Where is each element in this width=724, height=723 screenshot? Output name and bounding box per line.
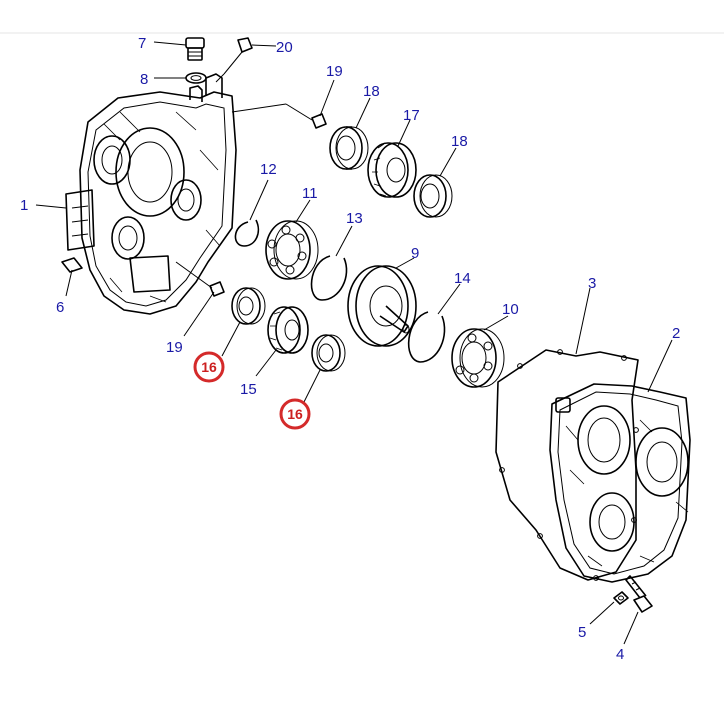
callout-20[interactable]: 20 bbox=[276, 39, 293, 56]
bearing-part-16-lower[interactable] bbox=[311, 334, 346, 372]
washer-part-8[interactable] bbox=[185, 72, 207, 84]
snap-ring-part-12[interactable] bbox=[234, 219, 260, 247]
washer-part-5[interactable] bbox=[613, 591, 629, 605]
gear-part-17[interactable] bbox=[367, 142, 417, 198]
plug-part-19-top[interactable] bbox=[231, 103, 327, 129]
callout-6[interactable]: 6 bbox=[56, 299, 64, 316]
rear-housing-part-2[interactable] bbox=[549, 383, 691, 583]
snap-ring-part-14[interactable] bbox=[407, 311, 446, 363]
callout-18-left[interactable]: 18 bbox=[363, 83, 380, 100]
callout-11[interactable]: 11 bbox=[302, 185, 318, 202]
callout-19-lower[interactable]: 19 bbox=[166, 339, 183, 356]
callout-7[interactable]: 7 bbox=[138, 35, 146, 52]
bolt-part-4[interactable] bbox=[625, 575, 653, 613]
callout-19-top[interactable]: 19 bbox=[326, 63, 343, 80]
bearing-part-16-upper[interactable] bbox=[231, 287, 266, 325]
leader-lines bbox=[35, 41, 673, 645]
plug-part-19-lower[interactable] bbox=[175, 261, 225, 297]
callout-labels: 1 2 3 4 5 6 7 8 9 10 11 12 13 14 15 16 1… bbox=[20, 35, 680, 663]
bearing-part-18-right[interactable] bbox=[413, 174, 453, 218]
callout-16-lower[interactable]: 16 bbox=[287, 406, 303, 422]
gasket-part-3[interactable] bbox=[495, 349, 639, 581]
callout-14[interactable]: 14 bbox=[454, 270, 471, 287]
front-housing-part-1[interactable] bbox=[65, 73, 237, 315]
callout-12[interactable]: 12 bbox=[260, 161, 277, 178]
dowel-pin-part-6[interactable] bbox=[61, 257, 83, 273]
callout-5[interactable]: 5 bbox=[578, 624, 586, 641]
callout-13[interactable]: 13 bbox=[346, 210, 363, 227]
plug-part-20[interactable] bbox=[215, 37, 253, 83]
callout-2[interactable]: 2 bbox=[672, 325, 680, 342]
callout-3[interactable]: 3 bbox=[588, 275, 596, 292]
callout-4[interactable]: 4 bbox=[616, 646, 624, 663]
bearing-part-11[interactable] bbox=[265, 220, 319, 280]
callout-8[interactable]: 8 bbox=[140, 71, 148, 88]
snap-ring-part-13[interactable] bbox=[310, 255, 348, 301]
highlight-ring-16a bbox=[193, 351, 225, 383]
callout-16-upper[interactable]: 16 bbox=[201, 359, 217, 375]
callout-1[interactable]: 1 bbox=[20, 197, 28, 214]
bearing-part-10[interactable] bbox=[451, 328, 505, 388]
gear-part-15[interactable] bbox=[267, 306, 309, 354]
callout-15[interactable]: 15 bbox=[240, 381, 257, 398]
shaft-gear-part-9[interactable] bbox=[347, 265, 417, 347]
breather-plug-part-7[interactable] bbox=[185, 37, 205, 61]
callout-18-right[interactable]: 18 bbox=[451, 133, 468, 150]
callout-17[interactable]: 17 bbox=[403, 107, 420, 124]
highlight-ring-16b bbox=[279, 398, 311, 430]
bearing-part-18-left[interactable] bbox=[329, 126, 369, 170]
callout-9[interactable]: 9 bbox=[411, 245, 419, 262]
callout-10[interactable]: 10 bbox=[502, 301, 519, 318]
